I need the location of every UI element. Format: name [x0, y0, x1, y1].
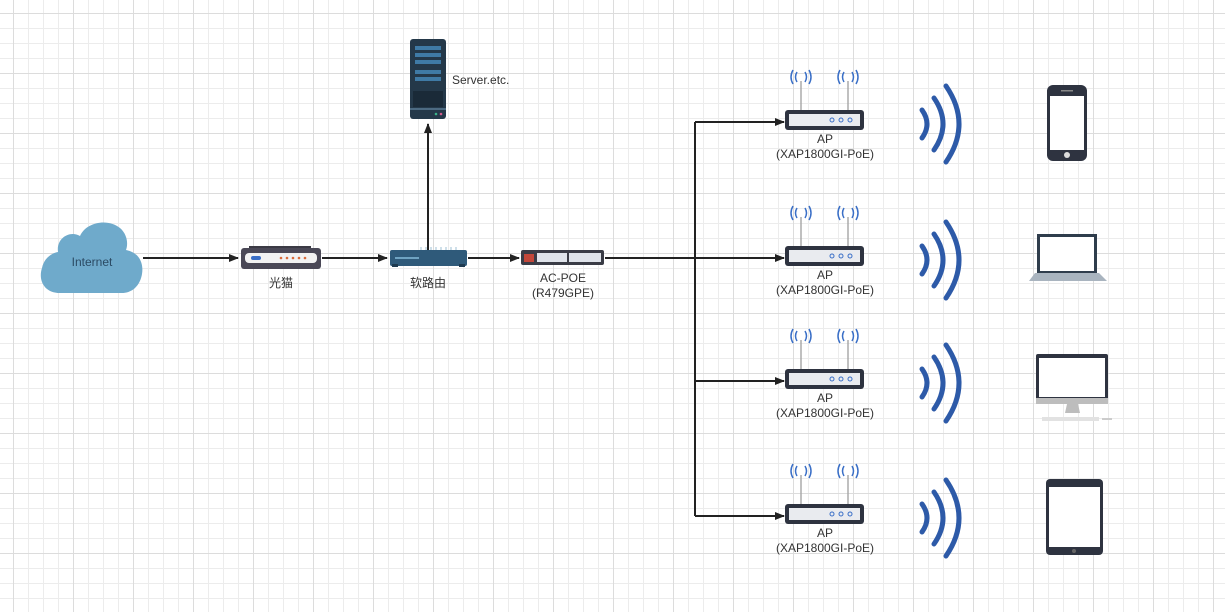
poe-model: (R479GPE) — [531, 286, 595, 300]
ap-icon[interactable] — [785, 205, 864, 266]
phone-icon[interactable] — [1047, 85, 1087, 161]
edge-poe-bus — [605, 122, 696, 516]
desktop-icon[interactable] — [1036, 354, 1112, 421]
laptop-icon[interactable] — [1029, 234, 1107, 281]
wifi-signal-icon — [919, 83, 962, 165]
poe-switch-icon[interactable] — [521, 250, 604, 265]
modem-label: 光猫 — [268, 276, 293, 290]
server-label: Server.etc. — [452, 73, 510, 87]
poe-label: AC-POE — [539, 271, 586, 285]
ap-label: AP — [816, 268, 833, 282]
internet-cloud-icon[interactable] — [40, 222, 143, 293]
soft-router-icon[interactable] — [390, 247, 467, 267]
internet-label: Internet — [71, 255, 113, 269]
ap-icon[interactable] — [785, 463, 864, 524]
server-icon[interactable] — [410, 39, 446, 119]
wifi-signal-icon — [919, 219, 962, 301]
ap-label: AP — [816, 391, 833, 405]
tablet-icon[interactable] — [1046, 479, 1103, 555]
modem-icon[interactable] — [241, 246, 321, 269]
ap-model: (XAP1800GI-PoE) — [775, 541, 875, 555]
wifi-signal-icon — [919, 477, 962, 559]
ap-label: AP — [816, 132, 833, 146]
ap-icon[interactable] — [785, 69, 864, 130]
wifi-signal-icon — [919, 342, 962, 424]
ap-model: (XAP1800GI-PoE) — [775, 406, 875, 420]
router-label: 软路由 — [409, 276, 446, 290]
ap-model: (XAP1800GI-PoE) — [775, 147, 875, 161]
ap-model: (XAP1800GI-PoE) — [775, 283, 875, 297]
edges — [143, 118, 785, 520]
ap-icon[interactable] — [785, 328, 864, 389]
ap-label: AP — [816, 526, 833, 540]
